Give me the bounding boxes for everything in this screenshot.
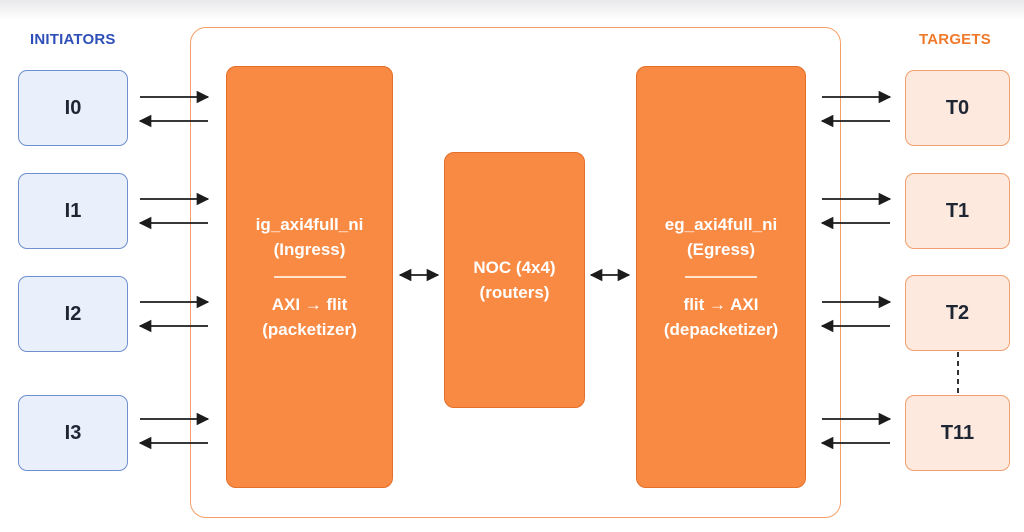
initiator-i1[interactable]: I1 (18, 173, 128, 249)
targets-label: TARGETS (919, 31, 991, 48)
ingress-name: ig_axi4full_ni (255, 215, 364, 235)
target-t1[interactable]: T1 (905, 173, 1010, 249)
egress-divider (685, 276, 757, 278)
noc-block[interactable]: NOC (4x4) (routers) (444, 152, 585, 408)
egress-name: eg_axi4full_ni (664, 215, 778, 235)
egress-function: flit → AXI (683, 294, 759, 314)
noc-name: NOC (4x4) (473, 258, 556, 277)
ingress-divider (273, 276, 346, 278)
initiators-label: INITIATORS (30, 31, 116, 48)
egress-detail: (depacketizer) (663, 319, 779, 339)
target-t0[interactable]: T0 (905, 70, 1010, 146)
initiator-i3[interactable]: I3 (18, 395, 128, 471)
interconnect-container (190, 27, 841, 518)
ingress-detail: (packetizer) (262, 319, 357, 339)
ingress-function: AXI → flit (271, 294, 348, 314)
target-t11[interactable]: T11 (905, 395, 1010, 471)
ingress-block[interactable]: ig_axi4full_ni (Ingress) AXI → flit (pac… (226, 66, 393, 488)
egress-role: (Egress) (686, 240, 756, 260)
ingress-role: (Ingress) (273, 240, 346, 260)
initiator-i2[interactable]: I2 (18, 276, 128, 352)
initiator-i0[interactable]: I0 (18, 70, 128, 146)
target-t2[interactable]: T2 (905, 275, 1010, 351)
top-shadow-band (0, 0, 1024, 20)
noc-detail: (routers) (479, 283, 550, 302)
egress-block[interactable]: eg_axi4full_ni (Egress) flit → AXI (depa… (636, 66, 806, 488)
